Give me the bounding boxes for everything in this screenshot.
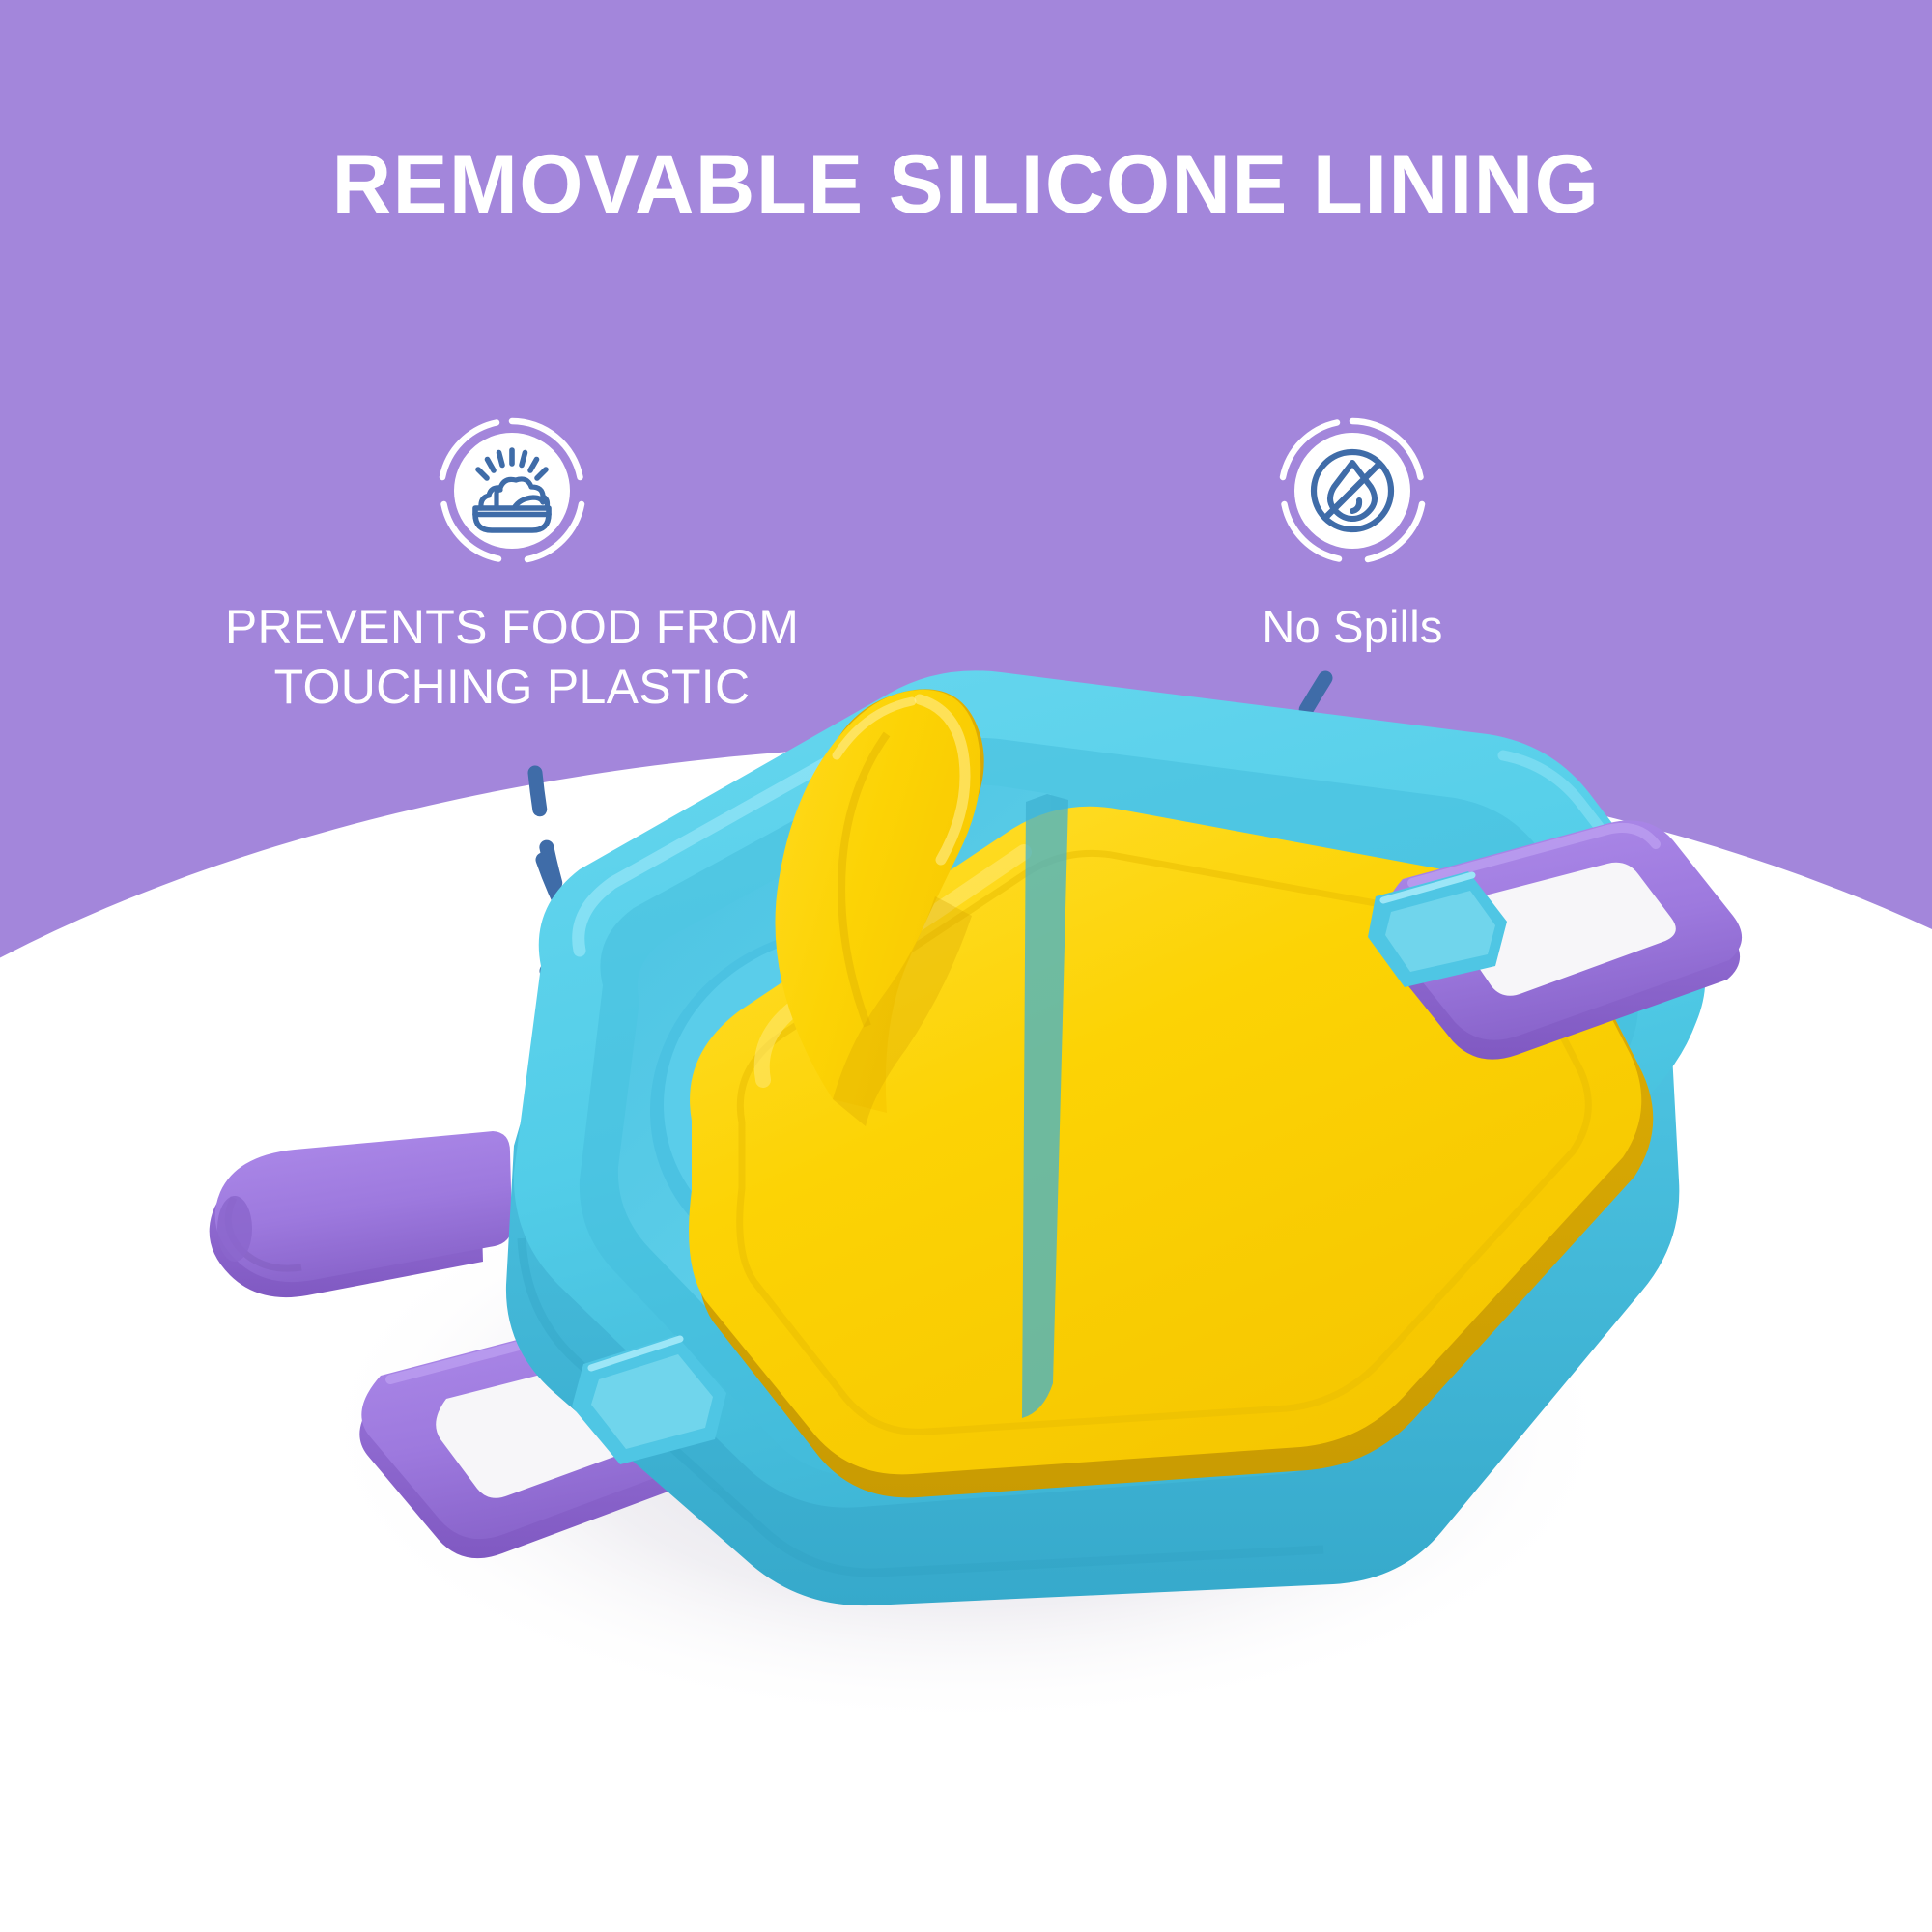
feature-caption-line1: No Spills xyxy=(1262,601,1443,652)
feature-caption: No Spills xyxy=(1262,599,1442,655)
purple-strap xyxy=(209,1131,512,1298)
box-divider xyxy=(1022,794,1068,1418)
feature-no-spills: No Spills xyxy=(1024,417,1681,655)
latch-clip-right xyxy=(1368,871,1507,987)
feature-prevents-food-touching-plastic: PREVENTS FOOD FROM TOUCHING PLASTIC xyxy=(126,417,898,717)
page-title: REMOVABLE SILICONE LINING xyxy=(331,138,1601,231)
feature-caption-line2: TOUCHING PLASTIC xyxy=(273,660,751,714)
feature-caption-line1: PREVENTS FOOD FROM xyxy=(224,600,800,654)
no-water-drop-icon xyxy=(1279,417,1426,564)
latch-clip-left xyxy=(572,1335,726,1464)
food-bowl-icon xyxy=(439,417,585,564)
feature-caption: PREVENTS FOOD FROM TOUCHING PLASTIC xyxy=(225,597,799,717)
